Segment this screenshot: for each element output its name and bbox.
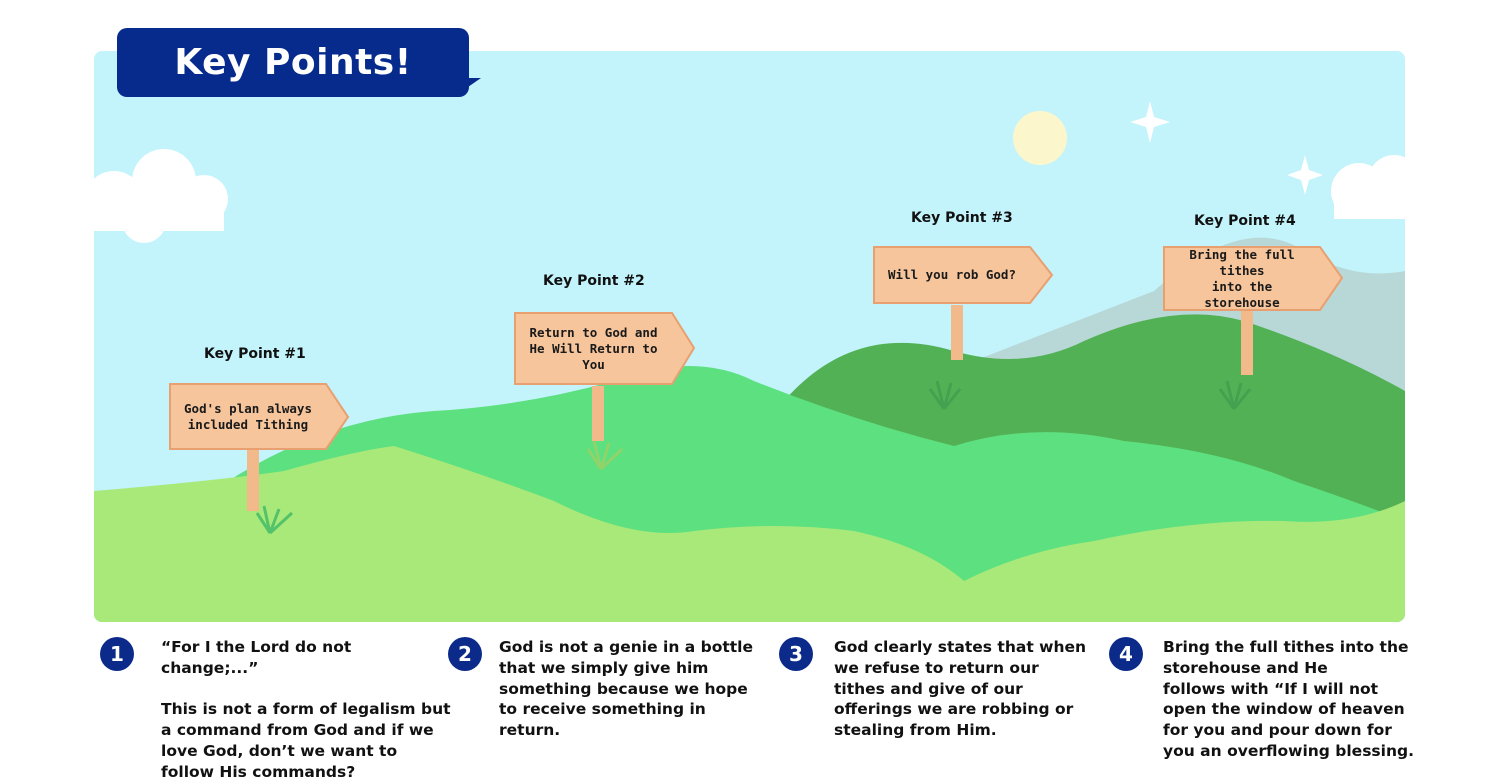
sign-post	[951, 305, 963, 360]
sign-post	[592, 386, 604, 441]
page-title: Key Points!	[174, 42, 412, 83]
key-point-2-heading: Key Point #2	[543, 273, 645, 289]
sign-4-text: Bring the full tithes into the storehous…	[1189, 246, 1295, 310]
sign-board-2	[514, 312, 696, 385]
sign-board-1	[169, 383, 350, 450]
point-1-number: 1	[100, 637, 134, 671]
sign-post	[1241, 309, 1253, 375]
sign-2-text: Return to God and He Will Return to You	[529, 324, 658, 372]
sparkle-icon	[1287, 155, 1323, 195]
cloud-left-icon	[94, 149, 228, 243]
sign-board-3	[873, 246, 1054, 304]
point-2-text: God is not a genie in a bottle that we s…	[499, 638, 753, 740]
point-1-text: “For I the Lord do not change;...” This …	[161, 638, 451, 781]
grass-tuft-icon	[928, 380, 962, 410]
landscape-illustration	[94, 51, 1405, 622]
key-point-3-heading: Key Point #3	[911, 210, 1013, 226]
sign-board-4	[1163, 246, 1344, 311]
landscape-svg	[94, 51, 1405, 622]
key-point-1-heading: Key Point #1	[204, 346, 306, 362]
grass-tuft-icon	[255, 505, 294, 535]
hill-light	[94, 446, 1405, 622]
title-banner: Key Points!	[117, 28, 469, 97]
sun-icon	[1013, 111, 1067, 165]
sparkle-icon	[1130, 101, 1170, 143]
point-4-number: 4	[1109, 637, 1143, 671]
grass-tuft-icon	[586, 440, 624, 471]
sign-3-text: Will you rob God?	[888, 267, 1016, 282]
point-3-number: 3	[779, 637, 813, 671]
cloud-right-icon	[1331, 155, 1405, 219]
point-2-number: 2	[448, 637, 482, 671]
point-3-text: God clearly states that when we refuse t…	[834, 638, 1087, 740]
sign-post	[247, 449, 259, 511]
grass-tuft-icon	[1218, 380, 1252, 410]
speech-bubble-tail-icon	[455, 78, 481, 96]
point-4-text: Bring the full tithes into the storehous…	[1163, 638, 1414, 760]
sign-1-text: God's plan always included Tithing	[184, 400, 312, 432]
key-point-4-heading: Key Point #4	[1194, 213, 1296, 229]
